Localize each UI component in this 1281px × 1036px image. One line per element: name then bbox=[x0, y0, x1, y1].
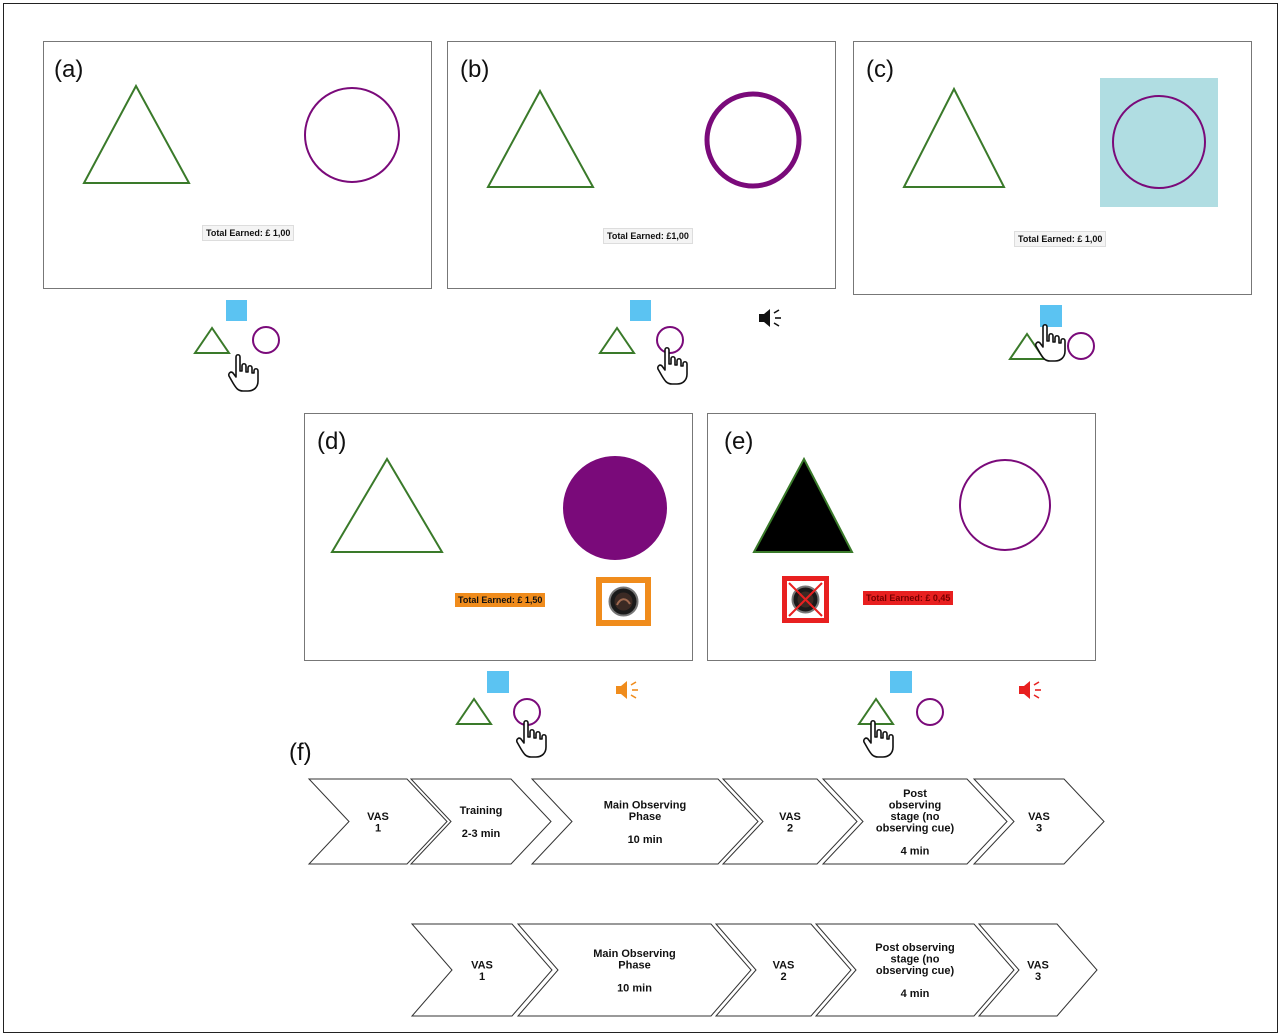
panel-b-label: (b) bbox=[460, 56, 490, 83]
timeline-step-label: VAS bbox=[367, 811, 389, 823]
cue-square[interactable] bbox=[1040, 305, 1062, 327]
panel-b-shapes bbox=[486, 88, 802, 189]
panel-b: (b) Total Earned: £1,00 bbox=[447, 41, 836, 289]
timeline-step-label: observing cue) bbox=[876, 822, 955, 834]
mini-circle[interactable] bbox=[915, 697, 947, 729]
pointer-hand-icon bbox=[228, 353, 259, 392]
mini-triangle[interactable] bbox=[857, 697, 897, 727]
timeline-step-label: stage (no bbox=[891, 954, 940, 966]
timeline-step-label: stage (no bbox=[891, 811, 940, 823]
timeline-step-label: VAS bbox=[471, 959, 493, 971]
timeline-step-label: 1 bbox=[479, 971, 485, 983]
total-earned: Total Earned: £1,00 bbox=[603, 228, 693, 244]
panel-a-label: (a) bbox=[54, 56, 84, 83]
panel-d: (d) Total Earned: £ 1,50 bbox=[304, 413, 693, 661]
timeline-step-label: Phase bbox=[618, 959, 650, 971]
mini-triangle[interactable] bbox=[598, 326, 638, 356]
speaker-icon bbox=[1019, 681, 1041, 699]
highlight-box bbox=[1100, 78, 1218, 207]
timeline-step-label: 1 bbox=[375, 822, 381, 834]
timeline-step-label: 2-3 min bbox=[462, 828, 501, 840]
cue-square[interactable] bbox=[630, 300, 651, 321]
triangle-shape bbox=[486, 88, 595, 188]
timeline-step-label: 10 min bbox=[628, 834, 663, 846]
mini-triangle[interactable] bbox=[193, 326, 233, 356]
circle-shape bbox=[1112, 95, 1206, 189]
panel-a: (a) Total Earned: £ 1,00 bbox=[43, 41, 432, 289]
timeline-step-label: 3 bbox=[1035, 971, 1041, 983]
timeline-step-label: Training bbox=[460, 805, 503, 817]
timeline-step-label: 3 bbox=[1036, 822, 1042, 834]
pointer-hand-icon bbox=[657, 346, 688, 385]
timeline-step bbox=[972, 778, 1105, 865]
timeline-step-label: 2 bbox=[780, 971, 786, 983]
timeline-step-label: 4 min bbox=[901, 845, 930, 857]
timeline-step-label: 2 bbox=[787, 822, 793, 834]
speaker-icon bbox=[759, 309, 781, 327]
panel-e: (e) Total Earned: £ 0,45 bbox=[707, 413, 1096, 661]
panel-e-label: (e) bbox=[724, 428, 754, 455]
triangle-shape bbox=[330, 457, 444, 553]
total-earned: Total Earned: £ 1,00 bbox=[1014, 231, 1107, 247]
timeline-step bbox=[821, 778, 1008, 865]
panel-c: (c) Total Earned: £ 1,00 bbox=[853, 41, 1252, 295]
speaker-icon bbox=[616, 681, 638, 699]
panel-d-shapes bbox=[330, 456, 667, 626]
timeline-step-label: Main Observing bbox=[593, 948, 676, 960]
cue-square[interactable] bbox=[890, 671, 912, 693]
timeline-step-label: Main Observing bbox=[604, 799, 687, 811]
timeline-step-label: observing bbox=[889, 799, 942, 811]
timeline-step-label: Phase bbox=[629, 811, 661, 823]
timeline-step-label: observing cue) bbox=[876, 965, 955, 977]
mini-circle[interactable] bbox=[655, 325, 687, 357]
cue-square[interactable] bbox=[487, 671, 509, 693]
coin-icon bbox=[608, 586, 639, 617]
triangle-shape bbox=[902, 86, 1006, 188]
figure-frame bbox=[3, 3, 1278, 1033]
timeline-step bbox=[714, 923, 852, 1017]
circle-shape bbox=[563, 456, 667, 560]
panel-a-shapes bbox=[82, 83, 400, 184]
timeline-step bbox=[410, 923, 553, 1017]
timeline-step-label: VAS bbox=[779, 811, 801, 823]
mini-circle[interactable] bbox=[1066, 331, 1098, 363]
timeline-step-label: 4 min bbox=[901, 988, 930, 1000]
timeline-step-label: 10 min bbox=[617, 982, 652, 994]
pointer-hand-icon bbox=[863, 719, 894, 758]
mini-circle[interactable] bbox=[251, 325, 283, 357]
total-earned: Total Earned: £ 1,00 bbox=[202, 225, 295, 241]
total-earned: Total Earned: £ 0,45 bbox=[863, 591, 954, 605]
timeline-step-label: Post observing bbox=[875, 942, 954, 954]
panel-d-label: (d) bbox=[317, 428, 347, 455]
pointer-hand-icon bbox=[1035, 323, 1066, 362]
timeline-step bbox=[814, 923, 1015, 1017]
panel-c-label: (c) bbox=[866, 56, 894, 83]
timeline-step-label: VAS bbox=[773, 959, 795, 971]
triangle-shape bbox=[82, 83, 191, 184]
total-earned: Total Earned: £ 1,50 bbox=[455, 593, 546, 607]
panel-c-shapes bbox=[902, 78, 1218, 207]
timeline-step-label: VAS bbox=[1028, 811, 1050, 823]
timeline-step bbox=[530, 778, 759, 865]
circle-shape bbox=[704, 91, 802, 189]
timeline-step bbox=[307, 778, 448, 865]
timeline-step bbox=[409, 778, 552, 865]
timeline-step-label: VAS bbox=[1027, 959, 1049, 971]
circle-shape bbox=[959, 459, 1051, 551]
cue-square[interactable] bbox=[226, 300, 247, 321]
pointer-hand-icon bbox=[516, 719, 547, 758]
triangle-shape bbox=[752, 456, 854, 553]
mini-triangle[interactable] bbox=[455, 697, 495, 727]
panel-e-shapes bbox=[752, 456, 1051, 623]
panel-f-label: (f) bbox=[289, 739, 312, 766]
circle-shape bbox=[304, 87, 400, 183]
timeline-step bbox=[977, 923, 1098, 1017]
timeline-step-label: Post bbox=[903, 788, 927, 800]
timeline-step bbox=[516, 923, 752, 1017]
timeline-step bbox=[721, 778, 858, 865]
